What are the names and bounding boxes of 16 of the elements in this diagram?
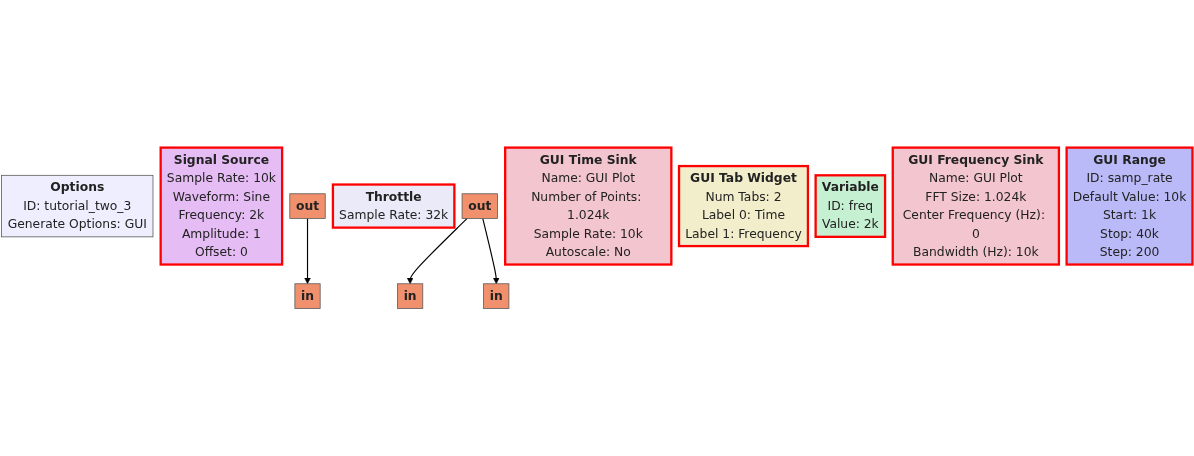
node-box: Variable ID: freq Value: 2k [814, 174, 887, 238]
node-box: GUI Frequency Sink Name: GUI Plot FFT Size: 1.024k Center Frequency (Hz): 0 Bandwidth (Hz): 10k [891, 146, 1061, 266]
arrow [406, 217, 468, 285]
node-box: in [397, 283, 424, 309]
arrow [304, 217, 311, 285]
node-box: out [461, 193, 498, 219]
node-box: in [294, 283, 321, 309]
arrow [482, 217, 500, 285]
node-box: in [483, 283, 510, 309]
node-box: out [289, 193, 326, 219]
node-box: GUI Range ID: samp_rate Default Value: 10k Start: 1k Stop: 40k Step: 200 [1065, 146, 1194, 266]
node-box: GUI Time Sink Name: GUI Plot Number of Points: 1.024k Sample Rate: 10k Autoscale: No [504, 146, 673, 266]
node-box: Signal Source Sample Rate: 10k Waveform: Sine Frequency: 2k Amplitude: 1 Offset: 0 [159, 146, 284, 266]
node-box: Options ID: tutorial_two_3 Generate Options: GUI [1, 174, 154, 238]
node-box: GUI Tab Widget Num Tabs: 2 Label 0: Time Label 1: Frequency [677, 164, 810, 248]
node-box: Throttle Sample Rate: 32k [331, 183, 456, 229]
